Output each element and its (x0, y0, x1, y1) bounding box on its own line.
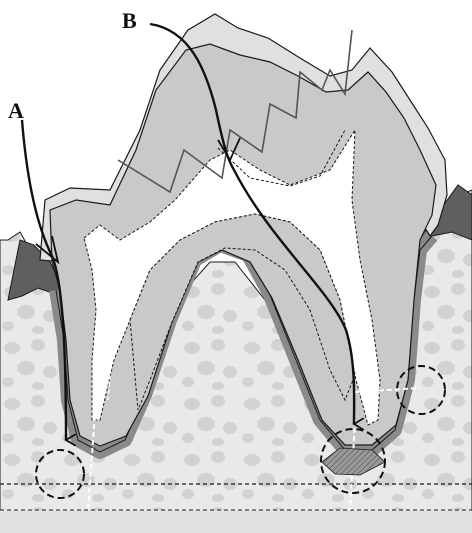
label-b: B (122, 8, 137, 34)
bottom-band (0, 510, 472, 533)
label-a: A (8, 98, 24, 124)
